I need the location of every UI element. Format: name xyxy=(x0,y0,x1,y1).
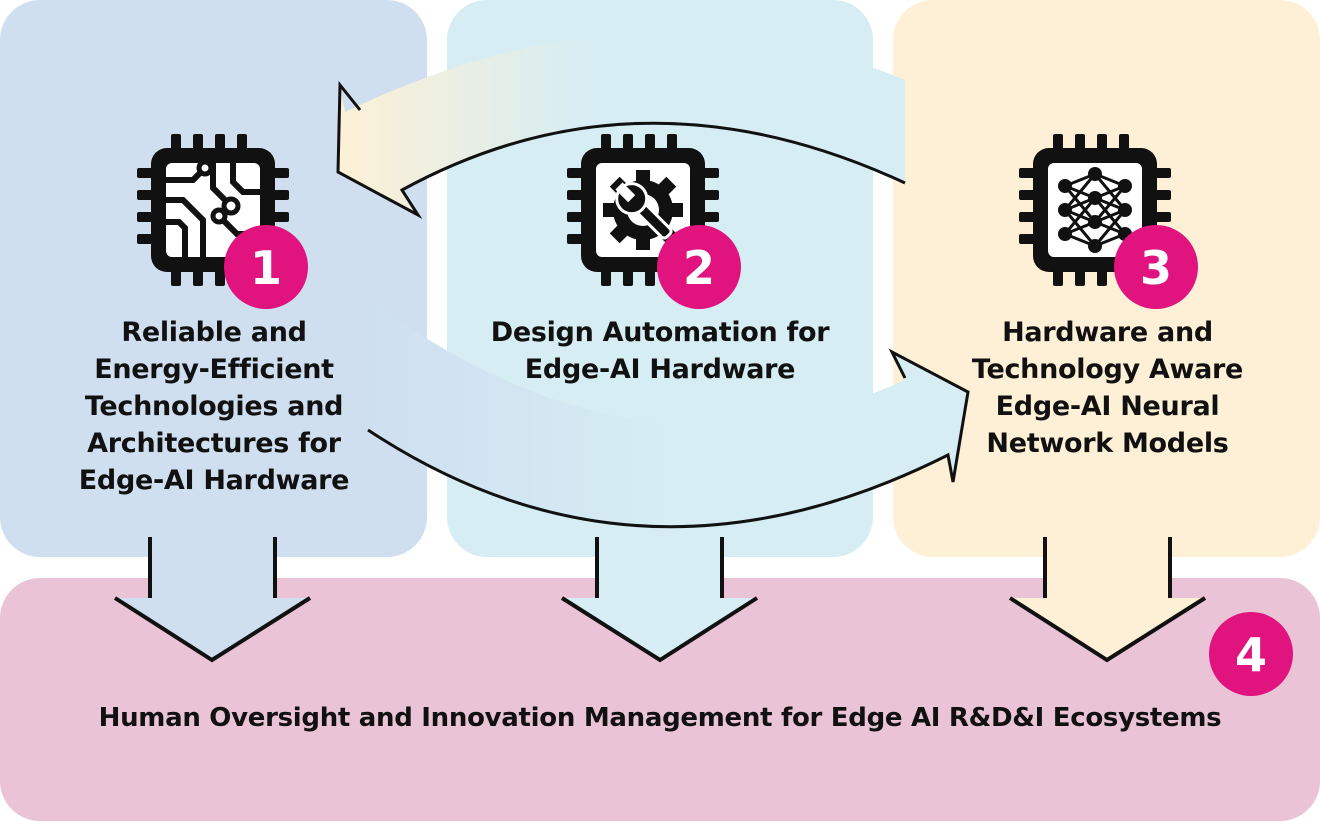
pillar-3-title-line: Technology Aware xyxy=(971,354,1244,385)
badge-2-number: 2 xyxy=(683,241,715,295)
pillar-1-title-line: Reliable and xyxy=(121,317,307,348)
pillar-3-title-line: Network Models xyxy=(986,428,1229,459)
pillar-2-title: Design Automation for Edge-AI Hardware xyxy=(450,314,870,388)
pillar-2-title-line: Design Automation for xyxy=(490,317,830,348)
badge-2: 2 xyxy=(657,225,741,309)
badge-3: 3 xyxy=(1114,225,1198,309)
foundation-panel xyxy=(0,578,1320,821)
pillar-3-title-line: Hardware and xyxy=(1002,317,1213,348)
pillar-1-title-line: Edge-AI Hardware xyxy=(78,465,350,496)
badge-4: 4 xyxy=(1209,612,1293,696)
pillar-panel-1 xyxy=(0,0,427,557)
pillar-2-title-line: Edge-AI Hardware xyxy=(524,354,796,385)
pillar-1-title-line: Energy-Efficient xyxy=(94,354,334,385)
badge-1-number: 1 xyxy=(250,241,282,295)
foundation-title: Human Oversight and Innovation Managemen… xyxy=(20,700,1300,737)
flow-arrow-1-to-3-outline xyxy=(367,348,970,529)
badge-1: 1 xyxy=(224,225,308,309)
pillar-3-title: Hardware and Technology Aware Edge-AI Ne… xyxy=(935,314,1280,462)
down-arrow-3 xyxy=(1008,537,1207,663)
pillar-3-title-line: Edge-AI Neural xyxy=(995,391,1220,422)
feedback-arrow-3-to-1-outline xyxy=(336,80,906,220)
flow-arrow-1-to-3 xyxy=(370,300,968,528)
badge-4-number: 4 xyxy=(1235,628,1267,682)
down-arrow-1 xyxy=(113,537,312,663)
foundation-title-text: Human Oversight and Innovation Managemen… xyxy=(98,703,1222,733)
badge-3-number: 3 xyxy=(1140,241,1172,295)
pillar-1-title: Reliable and Energy-Efficient Technologi… xyxy=(40,314,388,499)
down-arrow-2 xyxy=(560,537,759,663)
pillar-1-title-line: Technologies and xyxy=(84,391,344,422)
pillar-1-title-line: Architectures for xyxy=(87,428,341,459)
